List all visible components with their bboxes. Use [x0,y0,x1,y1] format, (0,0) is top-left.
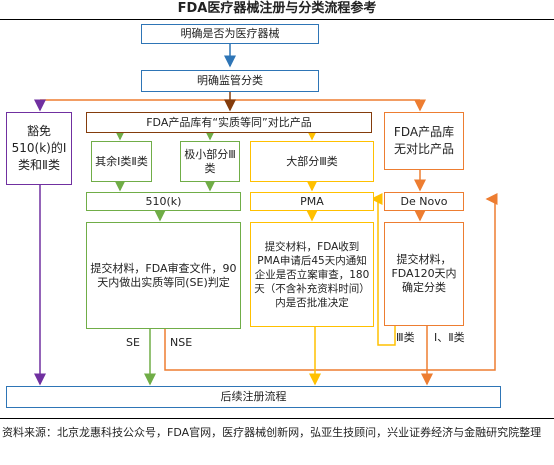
node-determine-device: 明确是否为医疗器械 [141,24,319,44]
node-denovo: De Novo [384,192,464,211]
node-510k-detail: 提交材料，FDA审查文件，90天内做出实质等同(SE)判定 [86,222,241,329]
node-followup: 后续注册流程 [6,386,501,408]
node-determine-class: 明确监管分类 [141,70,319,92]
arrow-nse-denovo [164,193,498,371]
node-other-class: 其余Ⅰ类Ⅱ类 [91,141,152,182]
node-510k: 510(k) [86,192,241,211]
node-pma-detail: 提交材料，FDA收到PMA申请后45天内通知企业是否立案审查，180天（不含补充… [250,222,374,327]
node-exempt: 豁免510(k)的Ⅰ类和Ⅱ类 [6,112,72,185]
title-rule [0,19,554,20]
edge-label-class3: Ⅲ类 [396,331,415,344]
node-denovo-detail: 提交材料，FDA120天内确定分类 [384,222,464,326]
node-substantial-equivalence: FDA产品库有“实质等同”对比产品 [86,112,372,133]
arrow-class3-pma [370,193,396,346]
edge-label-se: SE [126,336,140,349]
edge-label-nse: NSE [170,336,193,349]
node-pma: PMA [250,192,374,211]
page-title: FDA医疗器械注册与分类流程参考 [177,1,377,16]
source-rule [0,418,554,419]
node-no-comparable: FDA产品库无对比产品 [384,112,464,170]
node-most-class3: 大部分Ⅲ类 [250,141,374,182]
source-note: 资料来源：北京龙惠科技公众号，FDA官网，医疗器械创新网，弘亚生技顾问，兴业证券… [2,426,542,439]
node-few-class3: 极小部分Ⅲ类 [180,141,240,182]
edge-label-class12: Ⅰ、Ⅱ类 [434,331,465,344]
